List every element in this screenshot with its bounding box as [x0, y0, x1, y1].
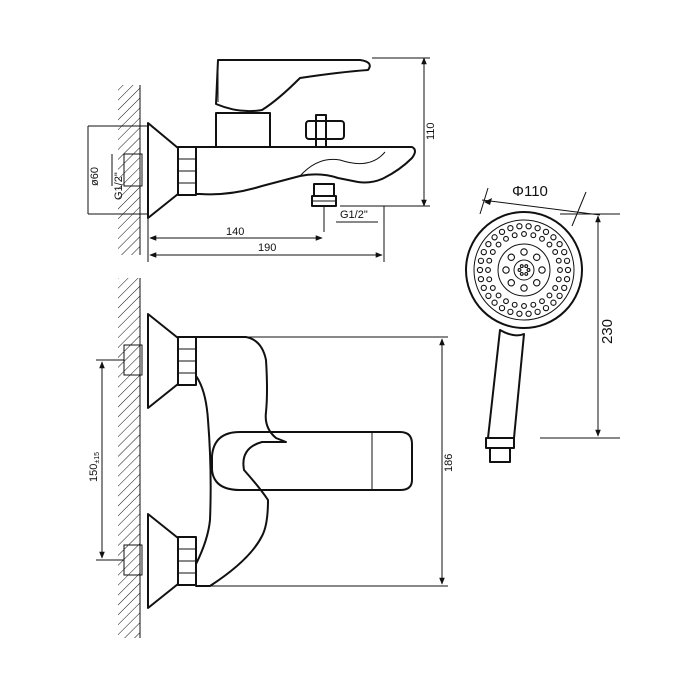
spray-hole: [538, 266, 546, 274]
spray-hole-center: [519, 271, 524, 276]
spray-hole: [525, 223, 532, 230]
dim-w140: 140: [226, 226, 244, 238]
spray-hole: [477, 257, 485, 264]
spray-hole: [534, 308, 541, 315]
spray-hole: [480, 248, 487, 256]
spray-hole: [511, 301, 518, 308]
dim-h186: 186: [443, 454, 455, 472]
spray-hole: [555, 276, 562, 283]
spray-hole: [555, 257, 562, 264]
spray-hole: [532, 253, 541, 262]
spray-hole: [485, 292, 492, 300]
spray-hole: [507, 308, 514, 315]
spray-hole: [552, 285, 559, 291]
spray-hole: [486, 257, 493, 264]
spray-hole: [539, 235, 545, 242]
wall-hatch-bottom: [118, 278, 140, 638]
spray-hole: [563, 257, 571, 264]
spray-hole: [507, 278, 516, 287]
spray-hole: [485, 240, 492, 248]
spray-hole: [550, 299, 557, 306]
spray-hole-center: [524, 271, 529, 276]
spray-hole: [521, 303, 527, 309]
top-view: 150±15 186: [88, 278, 455, 638]
spray-hole: [480, 284, 487, 292]
spray-hole: [552, 249, 559, 255]
dim-h110: 110: [425, 122, 437, 140]
spray-hole: [561, 248, 568, 256]
spray-hole: [503, 235, 509, 242]
spray-hole: [511, 232, 518, 239]
dim-g12-wall: G1/2": [113, 172, 125, 200]
spray-hole: [550, 234, 557, 241]
spray-hole: [530, 301, 537, 308]
spray-hole: [556, 292, 563, 300]
spray-hole: [507, 253, 516, 262]
spray-hole: [520, 284, 528, 292]
spray-hole: [564, 266, 572, 274]
spray-hole-center: [519, 264, 524, 269]
spray-hole: [561, 284, 568, 292]
spray-hole: [477, 275, 485, 283]
wall-hatch-top: [118, 85, 140, 255]
spray-hole: [546, 241, 553, 248]
spray-hole: [557, 267, 563, 273]
spray-hole-center: [526, 268, 531, 272]
spray-hole: [476, 266, 484, 274]
dim-phi110: Φ110: [512, 183, 548, 200]
spray-hole: [495, 241, 502, 248]
spray-hole: [520, 248, 528, 256]
spray-hole: [489, 249, 496, 255]
hand-shower: Φ110 230: [465, 183, 620, 463]
spray-hole: [542, 228, 550, 236]
spray-hole: [489, 285, 496, 291]
spray-hole: [532, 278, 541, 287]
dim-d150: 150±15: [88, 452, 101, 482]
spray-hole: [546, 292, 553, 299]
dim-g12-outlet: G1/2": [340, 209, 368, 221]
dim-d150-tolerance: ±15: [94, 452, 101, 464]
spray-hole: [491, 299, 498, 306]
spray-hole: [495, 292, 502, 299]
spray-hole: [530, 232, 537, 239]
spray-hole: [516, 310, 523, 317]
spray-hole: [498, 304, 506, 312]
spray-hole: [485, 267, 491, 273]
spray-hole-center: [524, 264, 529, 269]
spray-hole: [503, 298, 509, 305]
spray-hole: [486, 276, 493, 283]
spray-hole: [502, 266, 510, 274]
spray-hole: [556, 240, 563, 248]
dim-w190: 190: [258, 242, 276, 254]
spray-hole: [563, 275, 571, 283]
spray-hole: [507, 224, 514, 232]
dim-h230: 230: [599, 319, 616, 344]
side-view: ø60 G1/2" 110 G1/2" 140 190: [87, 57, 437, 262]
dim-d60: ø60: [89, 167, 101, 186]
spray-hole: [516, 223, 523, 230]
spray-hole: [534, 224, 541, 232]
spray-hole: [521, 231, 527, 237]
spray-hole-center: [517, 268, 522, 272]
spray-hole: [542, 304, 550, 312]
dim-d150-value: 150: [88, 464, 100, 482]
spray-hole: [498, 228, 506, 236]
spray-hole: [539, 298, 545, 305]
spray-hole: [525, 310, 532, 317]
spray-hole: [491, 234, 498, 241]
spray-holes: [476, 223, 572, 317]
